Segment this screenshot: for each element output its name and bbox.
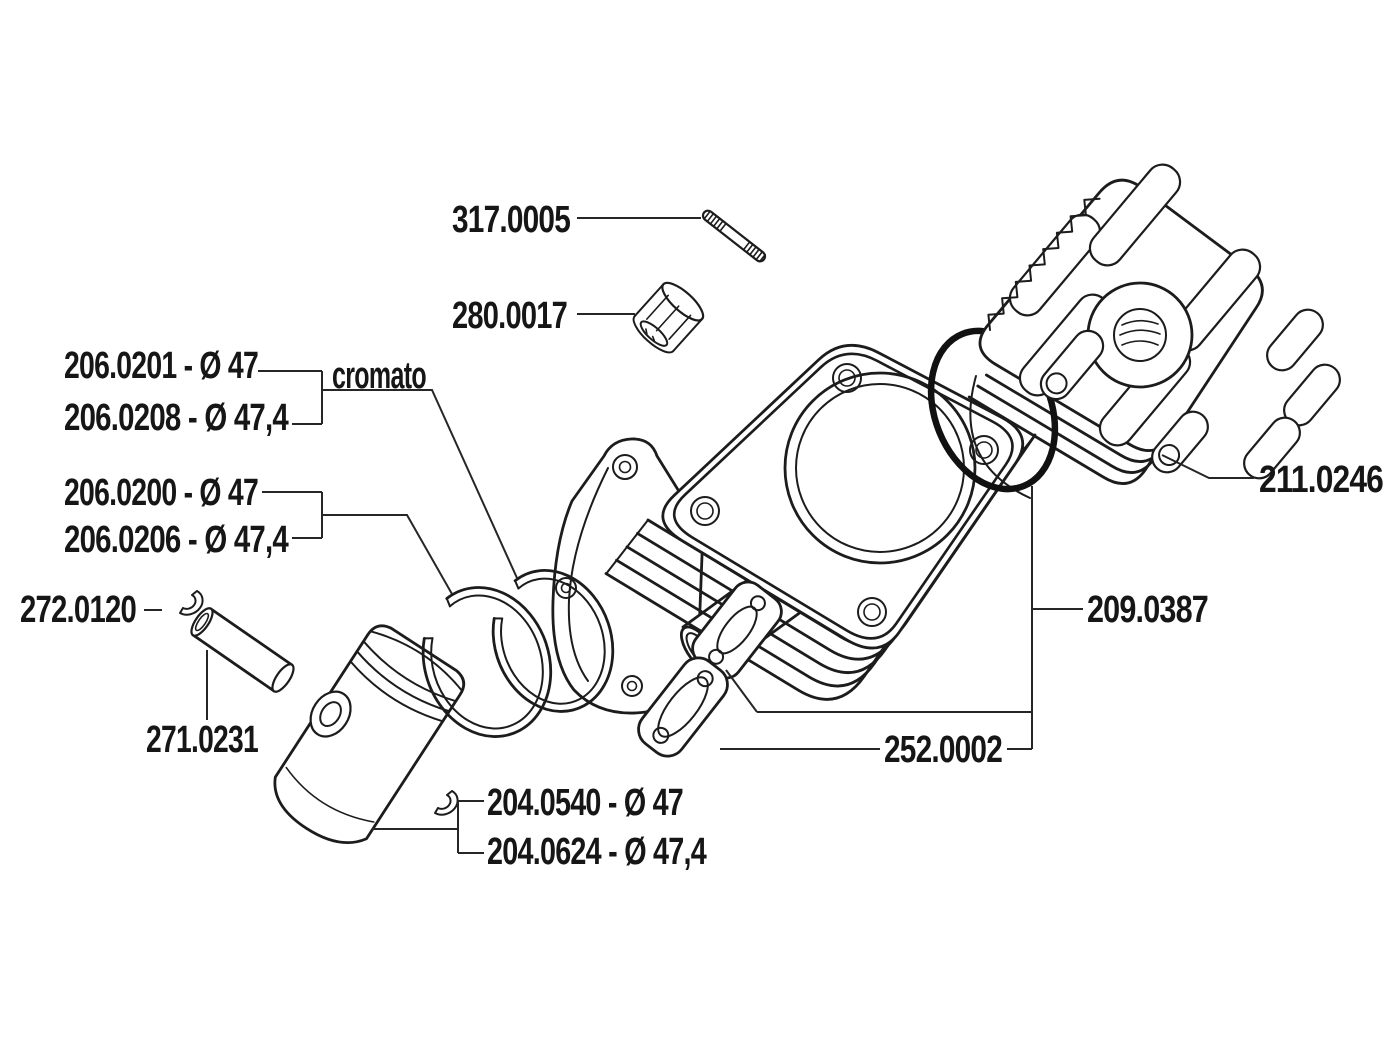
label-circlip: 272.0120: [20, 589, 136, 631]
label-cylinder-head: 211.0246: [1259, 459, 1383, 501]
label-bearing: 280.0017: [452, 295, 567, 337]
leader-head: [1161, 454, 1254, 479]
spark-plug-boss: [1086, 281, 1194, 389]
label-ring-47: 206.0200 - Ø 47: [64, 472, 258, 514]
needle-bearing-part: [632, 281, 705, 354]
circlip-2-part: [434, 790, 459, 816]
piston-ring-2-part: [491, 569, 615, 713]
pin-boss: [309, 690, 352, 738]
label-gasket: 252.0002: [884, 729, 1002, 771]
cylinder-head-part: [978, 163, 1341, 480]
label-ring-chrome-47: 206.0201 - Ø 47: [64, 345, 258, 387]
leader-rings: [262, 491, 453, 595]
labels: 317.0005 280.0017 206.0201 - Ø 47 206.02…: [20, 199, 1384, 873]
piston-pin-part: [190, 607, 295, 693]
piston-part: [273, 624, 466, 845]
stud-part: [701, 209, 767, 263]
circlip-part: [179, 590, 204, 616]
label-piston-474: 204.0624 - Ø 47,4: [487, 831, 707, 873]
plug-thread-hatch: [1119, 319, 1161, 346]
label-o-ring: 209.0387: [1087, 589, 1208, 631]
leader-chrome-rings: [258, 370, 518, 579]
label-piston-47: 204.0540 - Ø 47: [487, 782, 683, 824]
label-ring-chrome-474: 206.0208 - Ø 47,4: [64, 397, 289, 439]
label-stud: 317.0005: [452, 199, 571, 241]
label-piston-pin: 271.0231: [146, 719, 259, 761]
exhaust-gasket-part: [637, 656, 729, 758]
leader-lines: [144, 217, 1254, 854]
head-fin-serration: [987, 197, 1101, 331]
leader-gaskets: [720, 486, 1083, 750]
label-ring-474: 206.0206 - Ø 47,4: [64, 519, 289, 561]
leader-piston: [372, 800, 484, 854]
label-chrome-note: cromato: [332, 355, 426, 397]
cylinder-bore: [783, 371, 977, 565]
